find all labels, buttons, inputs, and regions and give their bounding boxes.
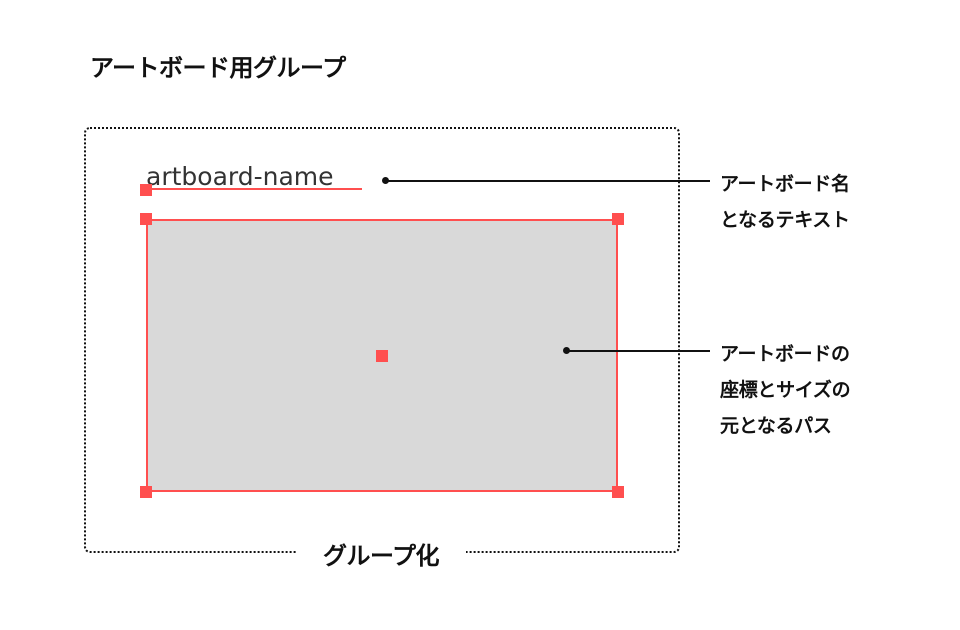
center-point-handle[interactable] [376,350,388,362]
annotation-line: 座標とサイズの [720,379,851,401]
leader-line-path [566,350,710,352]
corner-handle-top-right[interactable] [612,213,624,225]
group-label: グループ化 [296,536,466,576]
annotation-artboard-path: アートボードの 座標とサイズの 元となるパス [720,336,851,444]
text-anchor-handle[interactable] [140,184,152,196]
annotation-line: アートボードの [720,343,850,365]
annotation-line: となるテキスト [720,209,850,231]
leader-dot-name [382,177,389,184]
corner-handle-bottom-left[interactable] [140,486,152,498]
annotation-line: 元となるパス [720,415,832,437]
annotation-artboard-name: アートボード名 となるテキスト [720,166,850,238]
artboard-name-selection-line [146,188,362,190]
annotation-line: アートボード名 [720,173,850,195]
leader-line-name [386,180,710,182]
diagram-title: アートボード用グループ [90,54,346,82]
corner-handle-top-left[interactable] [140,213,152,225]
corner-handle-bottom-right[interactable] [612,486,624,498]
artboard-name-text: artboard-name [146,162,334,191]
